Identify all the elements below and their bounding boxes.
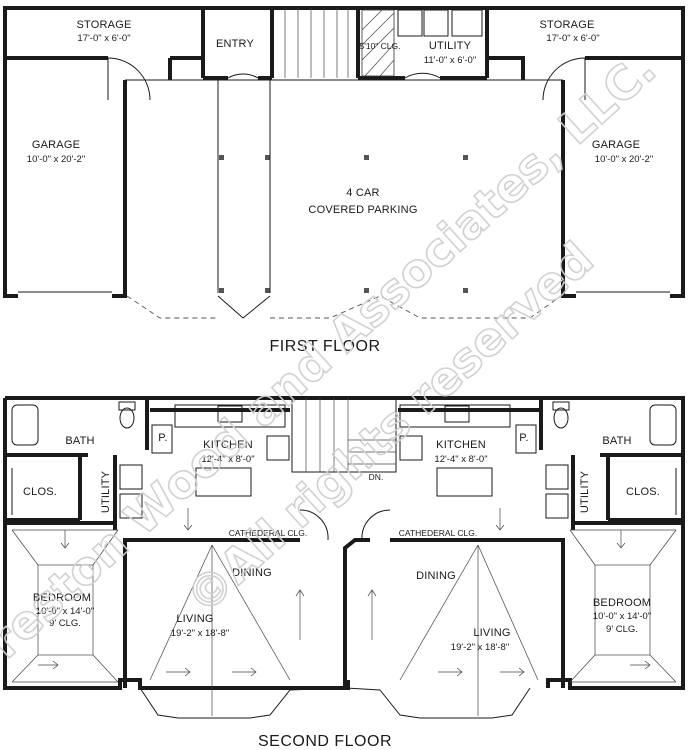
storage-right-size: 17'-0" x 6'-0" bbox=[546, 33, 599, 44]
living-left-label: LIVING bbox=[176, 613, 213, 625]
stair-down-label: DN. bbox=[369, 472, 384, 482]
bath-right-label: BATH bbox=[602, 435, 631, 447]
living-right-size: 19'-2" x 18'-8" bbox=[451, 642, 509, 653]
utility-left-label: UTILITY bbox=[100, 470, 112, 513]
garage-left-label: GARAGE bbox=[32, 139, 80, 151]
bedroom-right-label: BEDROOM bbox=[593, 597, 651, 609]
dining-right-label: DINING bbox=[416, 570, 456, 582]
utility-clg-note: 5'10" CLG. bbox=[359, 41, 400, 51]
garage-right-label: GARAGE bbox=[592, 139, 640, 151]
watermark-line1: Preston Wood and Associates, LLC. bbox=[0, 41, 666, 691]
storage-left-label: STORAGE bbox=[77, 19, 132, 31]
cathedral-right-label: CATHEDERAL CLG. bbox=[399, 528, 477, 538]
bedroom-left-ceiling: 9' CLG. bbox=[49, 618, 81, 629]
second-floor-title: SECOND FLOOR bbox=[258, 733, 392, 750]
first-floor-title: FIRST FLOOR bbox=[270, 338, 381, 355]
storage-right-label: STORAGE bbox=[540, 19, 595, 31]
garage-right-size: 10'-0" x 20'-2" bbox=[595, 154, 653, 165]
kitchen-left-size: 12'-4" x 8'-0" bbox=[201, 454, 254, 465]
kitchen-right-size: 12'-4" x 8'-0" bbox=[434, 454, 487, 465]
clos-left-label: CLOS. bbox=[23, 486, 57, 498]
parking-label: 4 CAR bbox=[346, 187, 379, 199]
utility-right-label: UTILITY bbox=[579, 470, 591, 513]
second-floor bbox=[3, 396, 685, 719]
cathedral-left-label: CATHEDERAL CLG. bbox=[229, 528, 307, 538]
pantry-right-label: P. bbox=[519, 432, 528, 444]
storage-left-size: 17'-0" x 6'-0" bbox=[77, 33, 130, 44]
living-left-size: 19'-2" x 18'-8" bbox=[171, 628, 229, 639]
first-floor bbox=[3, 6, 685, 319]
watermark: Preston Wood and Associates, LLC. ©All r… bbox=[0, 40, 667, 691]
bedroom-right-ceiling: 9' CLG. bbox=[606, 624, 638, 635]
garage-left-size: 10'-0" x 20'-2" bbox=[27, 154, 85, 165]
utility-label: UTILITY bbox=[429, 40, 472, 52]
kitchen-right-label: KITCHEN bbox=[436, 439, 486, 451]
utility-size: 11'-0" x 6'-0" bbox=[424, 55, 476, 66]
kitchen-left-label: KITCHEN bbox=[203, 439, 253, 451]
dining-left-label: DINING bbox=[232, 567, 272, 579]
clos-right-label: CLOS. bbox=[626, 486, 660, 498]
bath-left-label: BATH bbox=[65, 435, 94, 447]
pantry-left-label: P. bbox=[158, 432, 167, 444]
bedroom-left-size: 10'-0" x 14'-0" bbox=[36, 606, 94, 617]
entry-label: ENTRY bbox=[216, 38, 255, 50]
parking-sublabel: COVERED PARKING bbox=[308, 204, 417, 216]
living-right-label: LIVING bbox=[473, 627, 510, 639]
bedroom-right-size: 10'-0" x 14'-0" bbox=[593, 611, 651, 622]
bedroom-left-label: BEDROOM bbox=[33, 592, 91, 604]
